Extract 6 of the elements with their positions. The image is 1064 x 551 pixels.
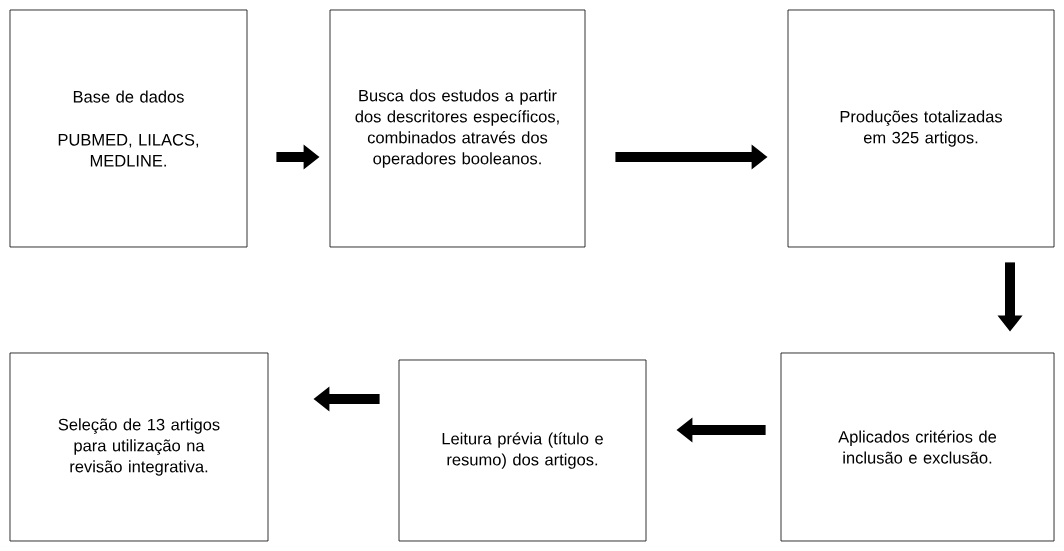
process-box: Leitura prévia (título e resumo) dos artigos. [398,359,647,542]
process-box: Seleção de 13 artigos para utilização na revisão integrativa. [9,352,269,542]
process-box: Busca dos estudos a partir dos descritores específicos, combinados através dos operadores booleanos. [329,9,586,248]
process-box: Base de dados PUBMED, LILACS, MEDLINE. [9,9,248,248]
process-box: Produções totalizadas em 325 artigos. [787,9,1055,248]
process-box: Aplicados critérios de inclusão e exclusão. [780,352,1055,542]
